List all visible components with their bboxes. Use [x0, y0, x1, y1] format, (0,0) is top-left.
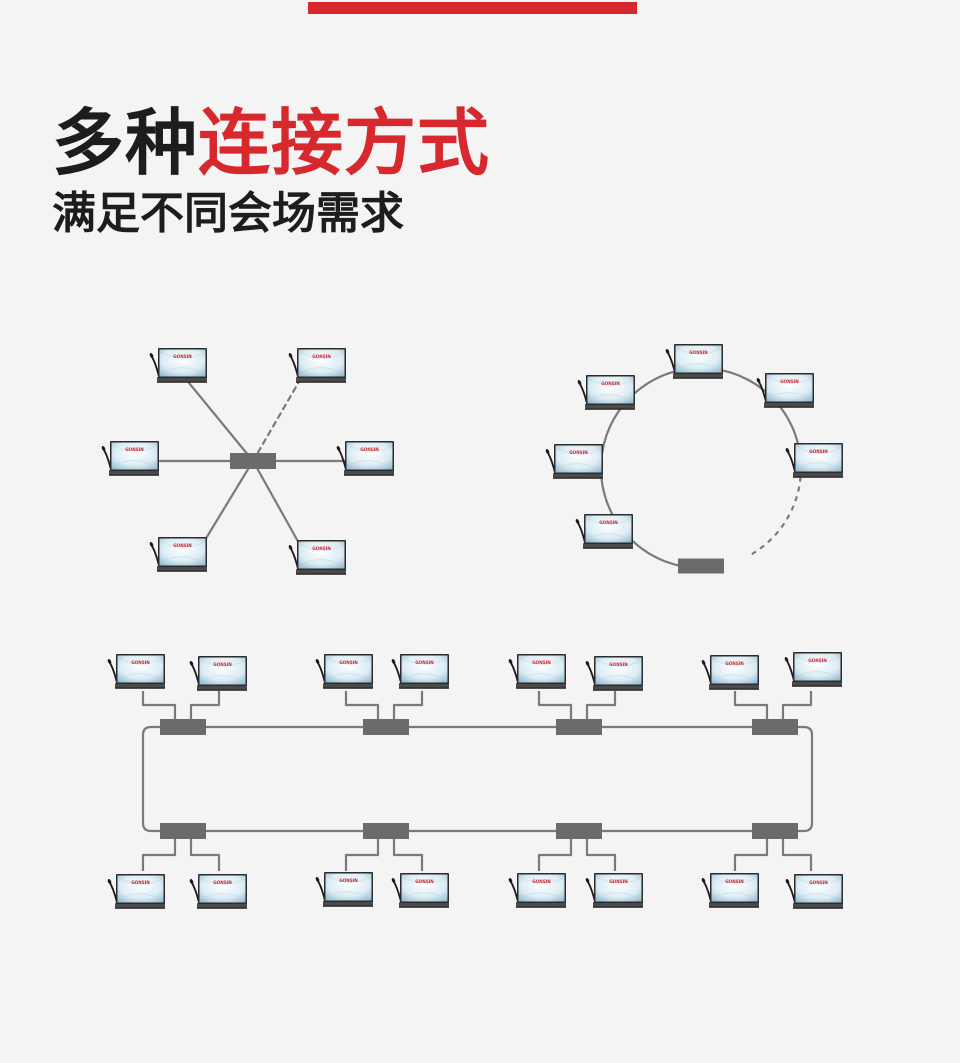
conference-unit	[507, 653, 567, 690]
conference-unit	[664, 343, 724, 380]
ring-hub	[678, 558, 724, 574]
star-cable	[251, 459, 302, 547]
branch-cable	[141, 691, 177, 719]
conference-unit	[188, 655, 248, 692]
conference-unit	[188, 873, 248, 910]
branch-cable	[537, 839, 573, 871]
star-topology	[100, 347, 395, 576]
loop-cable	[141, 725, 775, 833]
conference-unit	[544, 443, 604, 480]
conference-unit	[584, 655, 644, 692]
branch-cable	[585, 691, 617, 719]
loop-hub	[160, 719, 206, 735]
star-hub	[230, 453, 276, 469]
conference-unit	[784, 873, 844, 910]
branch-cable	[344, 839, 380, 871]
cascade-loop-topology	[106, 651, 844, 910]
top-accent-bar	[308, 2, 637, 14]
conference-unit	[584, 872, 644, 909]
branch-cable	[189, 691, 221, 719]
conference-unit	[576, 374, 636, 411]
loop-hub	[556, 823, 602, 839]
branch-cable	[733, 839, 769, 871]
conference-unit	[314, 871, 374, 908]
conference-unit	[574, 513, 634, 550]
conference-unit	[390, 653, 450, 690]
loop-hub	[752, 823, 798, 839]
conference-unit	[106, 873, 166, 910]
loop-hub	[363, 719, 409, 735]
branch-cable	[537, 691, 573, 719]
star-cable-dashed	[251, 378, 302, 463]
conference-unit	[784, 442, 844, 479]
star-cable	[203, 459, 255, 542]
subline: 满足不同会场需求	[52, 188, 404, 239]
star-cable	[183, 376, 255, 463]
conference-unit	[700, 872, 760, 909]
conference-unit	[783, 651, 843, 688]
conference-unit	[148, 347, 208, 384]
loop-hub	[752, 719, 798, 735]
headline-dark: 多种	[52, 101, 199, 185]
conference-unit	[287, 539, 347, 576]
conference-unit	[100, 440, 160, 477]
loop-hub	[556, 719, 602, 735]
branch-cable	[392, 839, 424, 871]
conference-unit	[700, 654, 760, 691]
branch-cable	[189, 839, 221, 871]
branch-cable	[392, 691, 424, 719]
conference-unit	[287, 347, 347, 384]
branch-cable	[781, 839, 813, 871]
ring-topology	[544, 343, 844, 574]
conference-unit	[507, 872, 567, 909]
branch-cable	[141, 839, 177, 871]
loop-hub	[160, 823, 206, 839]
conference-unit	[148, 536, 208, 573]
branch-cable	[781, 691, 813, 719]
conference-unit	[106, 653, 166, 690]
branch-cable	[733, 691, 769, 719]
loop-cable	[183, 725, 814, 833]
branch-cable	[344, 691, 380, 719]
conference-unit	[314, 653, 374, 690]
conference-unit	[390, 872, 450, 909]
loop-hub	[363, 823, 409, 839]
headline: 多种连接方式	[52, 98, 490, 188]
conference-unit	[335, 440, 395, 477]
ring-cable-dashed	[747, 476, 802, 558]
headline-accent: 连接方式	[198, 101, 491, 185]
branch-cable	[585, 839, 617, 871]
